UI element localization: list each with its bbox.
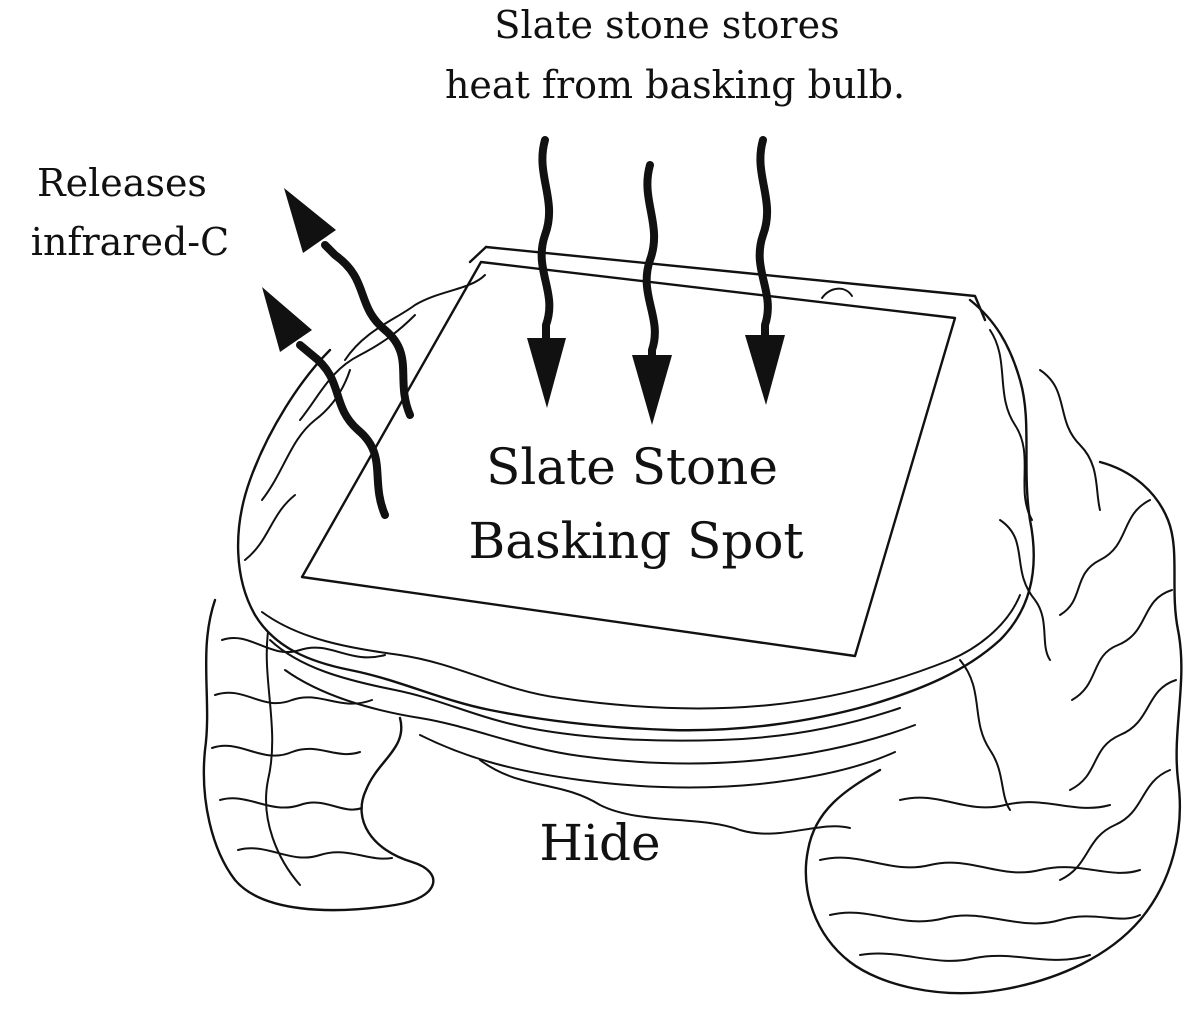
rock-slab-layer-5	[479, 759, 851, 835]
rock-slab-side-4	[959, 659, 1011, 811]
rock-slab-left-4	[244, 494, 296, 561]
heat-arrows-down	[527, 136, 785, 425]
heat-arrow-1	[527, 136, 566, 408]
rock-slab-side-3	[999, 519, 1051, 661]
slate-edge-bump	[821, 287, 853, 299]
infrared-arrow-2	[262, 287, 389, 519]
rock-top-slab	[236, 298, 1035, 732]
infrared-caption-line1: Releases	[37, 161, 207, 205]
rock-right-leg	[804, 460, 1183, 995]
rock-left-leg	[202, 598, 435, 912]
slate-outer-edge	[484, 245, 987, 322]
rock-left-leg-ridge-4	[219, 797, 363, 811]
rock-right-leg-ridge-2	[1071, 589, 1173, 701]
rock-left-leg-ridge-3	[211, 744, 361, 757]
heat-arrow-3	[745, 136, 785, 405]
heat-arrow-2	[632, 161, 672, 425]
rock-right-leg-ridge-3	[1069, 679, 1177, 791]
rock-left-leg-ridge-6	[265, 631, 301, 886]
rock-slab-side-1	[989, 329, 1033, 521]
slate-face	[300, 260, 957, 658]
rock-right-leg-ridge-7	[859, 952, 1091, 962]
heat-caption-line1: Slate stone stores	[494, 3, 839, 47]
rock-left-leg-ridge-5	[237, 847, 393, 860]
rock-right-leg-ridge-8	[899, 796, 1111, 809]
slate-label-line2: Basking Spot	[468, 512, 803, 570]
rock-slab-layer-3	[284, 669, 916, 765]
rock-slab-left-2	[299, 314, 416, 421]
heat-caption-line2: heat from basking bulb.	[445, 63, 905, 107]
rock-slab-layer-1	[261, 594, 1021, 710]
rock-slab-left-1	[344, 274, 486, 361]
rock-right-leg-ridge-1	[1059, 499, 1151, 616]
rock-slab-left-3	[261, 369, 351, 501]
rock-right-leg-ridge-5	[819, 856, 1141, 874]
infrared-caption-line2: infrared-C	[31, 220, 229, 264]
rock-left-leg-ridge-1	[221, 637, 386, 659]
rock-slab-layer-2	[269, 639, 901, 742]
hide-label: Hide	[539, 814, 660, 872]
infrared-arrows-up	[262, 188, 414, 519]
rock-slab-side-2	[1039, 369, 1101, 511]
rock-right-leg-ridge-6	[829, 911, 1141, 925]
slate-label-line1: Slate Stone	[486, 438, 778, 496]
rock-slab-layer-4	[419, 734, 896, 789]
rock-cave-illustration	[202, 274, 1183, 995]
slate-outer-left	[468, 245, 488, 264]
rock-right-leg-ridge-4	[1059, 769, 1171, 881]
rock-left-leg-ridge-2	[214, 691, 373, 705]
infrared-arrow-1	[284, 188, 414, 419]
